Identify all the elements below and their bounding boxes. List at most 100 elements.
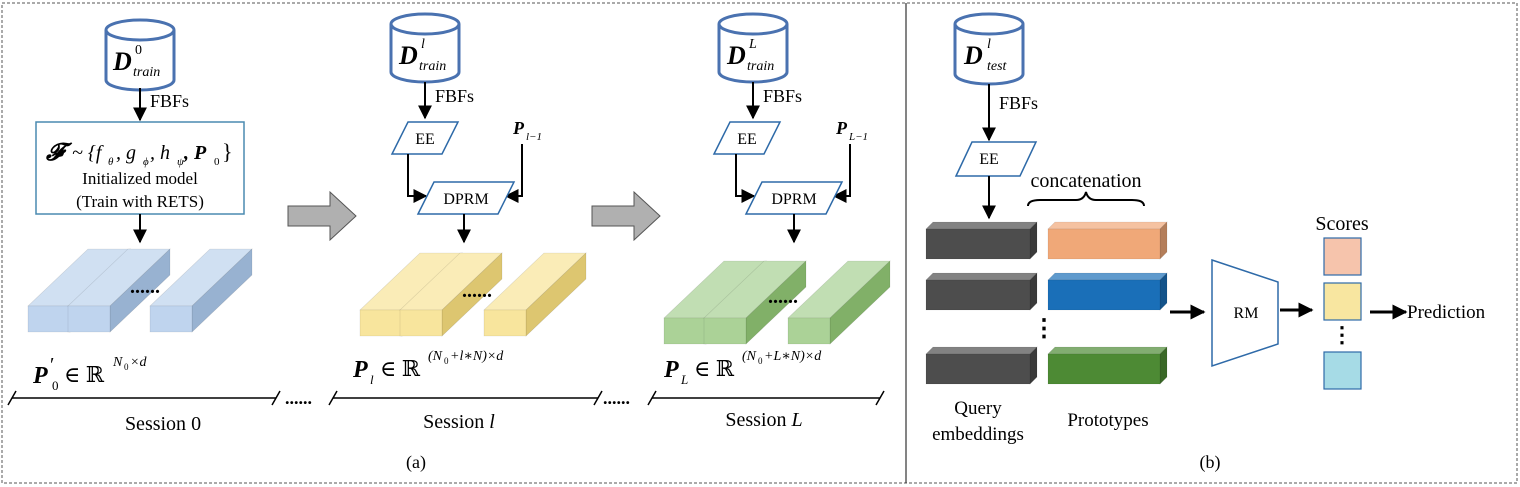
initialized-model-box: 𝓕 ~ {f θ , g ϕ , h ψ , P 0 } Initialized… [35,121,245,215]
model-set-sub-phi: ϕ [143,156,149,168]
vdots-scores: ⋮ [1331,322,1353,347]
model-set-sub-theta: θ [108,156,114,168]
timeline-dots-1: ...... [285,388,312,408]
db-label-sub: train [419,59,446,74]
formula-sup-sub: 0 [444,356,449,366]
block-top [925,272,1038,281]
formula-sub: l [370,372,374,387]
session-0-group: D 0 train FBFs 𝓕 ~ {f θ , g ϕ , h ψ , P … [27,18,253,435]
formula-sup-sub: 0 [758,356,763,366]
prism-front [483,309,527,337]
arrow-prev-to-dprm [832,144,851,203]
prediction-label: Prediction [1407,302,1486,323]
session-transition-arrow-2 [591,190,661,242]
formula-sup-rest: +L∗N)×d [764,349,822,364]
prev-prototype-sub: L−1 [848,131,868,143]
green-prism-3 [787,260,891,345]
model-line-3: (Train with RETS) [76,192,204,211]
fbfs-label: FBFs [763,86,802,106]
formula-sup: (N [428,349,443,364]
query-label-line-1: Query [954,398,1002,419]
block-top [1047,221,1168,230]
db-label-sup: l [421,37,425,52]
test-db-cylinder: D l test [953,12,1025,86]
db-label-sub: train [747,59,774,74]
block-top [925,221,1038,230]
ee-label: EE [415,131,435,148]
blue-prism-2 [67,248,171,333]
concatenation-label: concatenation [1030,170,1141,192]
formula-in: ∈ ℝ [64,362,105,387]
concatenation-brace [1027,191,1145,207]
prototype-prisms-L [663,260,891,345]
score-box-3 [1323,351,1362,390]
session-L-label: Session L [725,409,802,431]
dprm-label: DPRM [443,191,488,208]
fbfs-label: FBFs [999,93,1038,113]
arrow-prev-to-dprm [504,144,523,203]
ee-parallelogram [712,121,782,155]
yellow-prism-2 [399,252,503,337]
formula-sub: 0 [52,378,59,393]
model-set-sub-psi: ψ [177,156,184,168]
vdots-blocks: ⋮ [1032,316,1056,342]
block-side [1159,272,1168,311]
block-front [925,353,1031,385]
model-set-g: , g [116,142,136,164]
block-front [925,279,1031,311]
model-set-h: , h [150,142,170,164]
block-top [1047,272,1168,281]
session-timeline: ...... ...... [7,388,885,408]
ee-parallelogram [390,121,460,155]
formula-sup-rest: +l∗N)×d [450,349,504,364]
green-prism-2 [703,260,807,345]
formula-sup-sub: 0 [124,362,129,372]
train-db-cylinder-0: D 0 train [104,18,176,92]
formula-in: ∈ ℝ [694,356,735,381]
prev-prototype-p: P [835,118,848,138]
train-db-cylinder-L: D L train [717,12,789,84]
dprm-parallelogram [416,181,516,215]
formula-p: P [32,363,48,389]
query-label-line-2: embeddings [932,424,1024,445]
session-L-group: D L train FBFs EE P L−1 DPRM ...... P L … [663,12,891,431]
block-top [925,346,1038,355]
scores-label: Scores [1315,213,1369,235]
db-label-sup: l [987,37,991,52]
prism-front [27,305,71,333]
dprm-parallelogram [744,181,844,215]
model-set-close: } [222,139,233,164]
prototype-prisms-l [359,252,587,337]
prism-dots-0: ...... [130,276,160,298]
ee-label: EE [737,131,757,148]
arrow-ee-to-dprm [407,154,428,203]
db-label-sub: train [133,65,160,80]
block-front [925,228,1031,260]
dprm-label: DPRM [771,191,816,208]
rm-trapezoid [1211,258,1279,368]
formula-p: P [352,357,368,383]
db-label-main: D [398,41,418,70]
block-side [1029,272,1038,311]
rm-label: RM [1234,305,1259,322]
yellow-prism-3 [483,252,587,337]
session-l-label: Session l [423,411,495,433]
block-front [1047,353,1161,385]
prototypes-label: Prototypes [1067,410,1148,431]
fbfs-label: FBFs [435,86,474,106]
model-set-p: , P [183,142,207,164]
query-embedding-block-2 [925,272,1038,311]
formula-session-l: P l ∈ ℝ (N 0 +l∗N)×d [352,349,504,387]
query-embedding-block-1 [925,221,1038,260]
formula-sup-rest: ×d [130,355,147,370]
db-label-main: D [963,41,983,70]
block-side [1159,221,1168,260]
db-label-main: D [726,41,746,70]
arrow-ee-to-dprm [735,154,756,203]
db-label-main: D [112,47,132,76]
formula-prime: ′ [50,354,54,376]
block-side [1029,346,1038,385]
prism-front [149,305,193,333]
